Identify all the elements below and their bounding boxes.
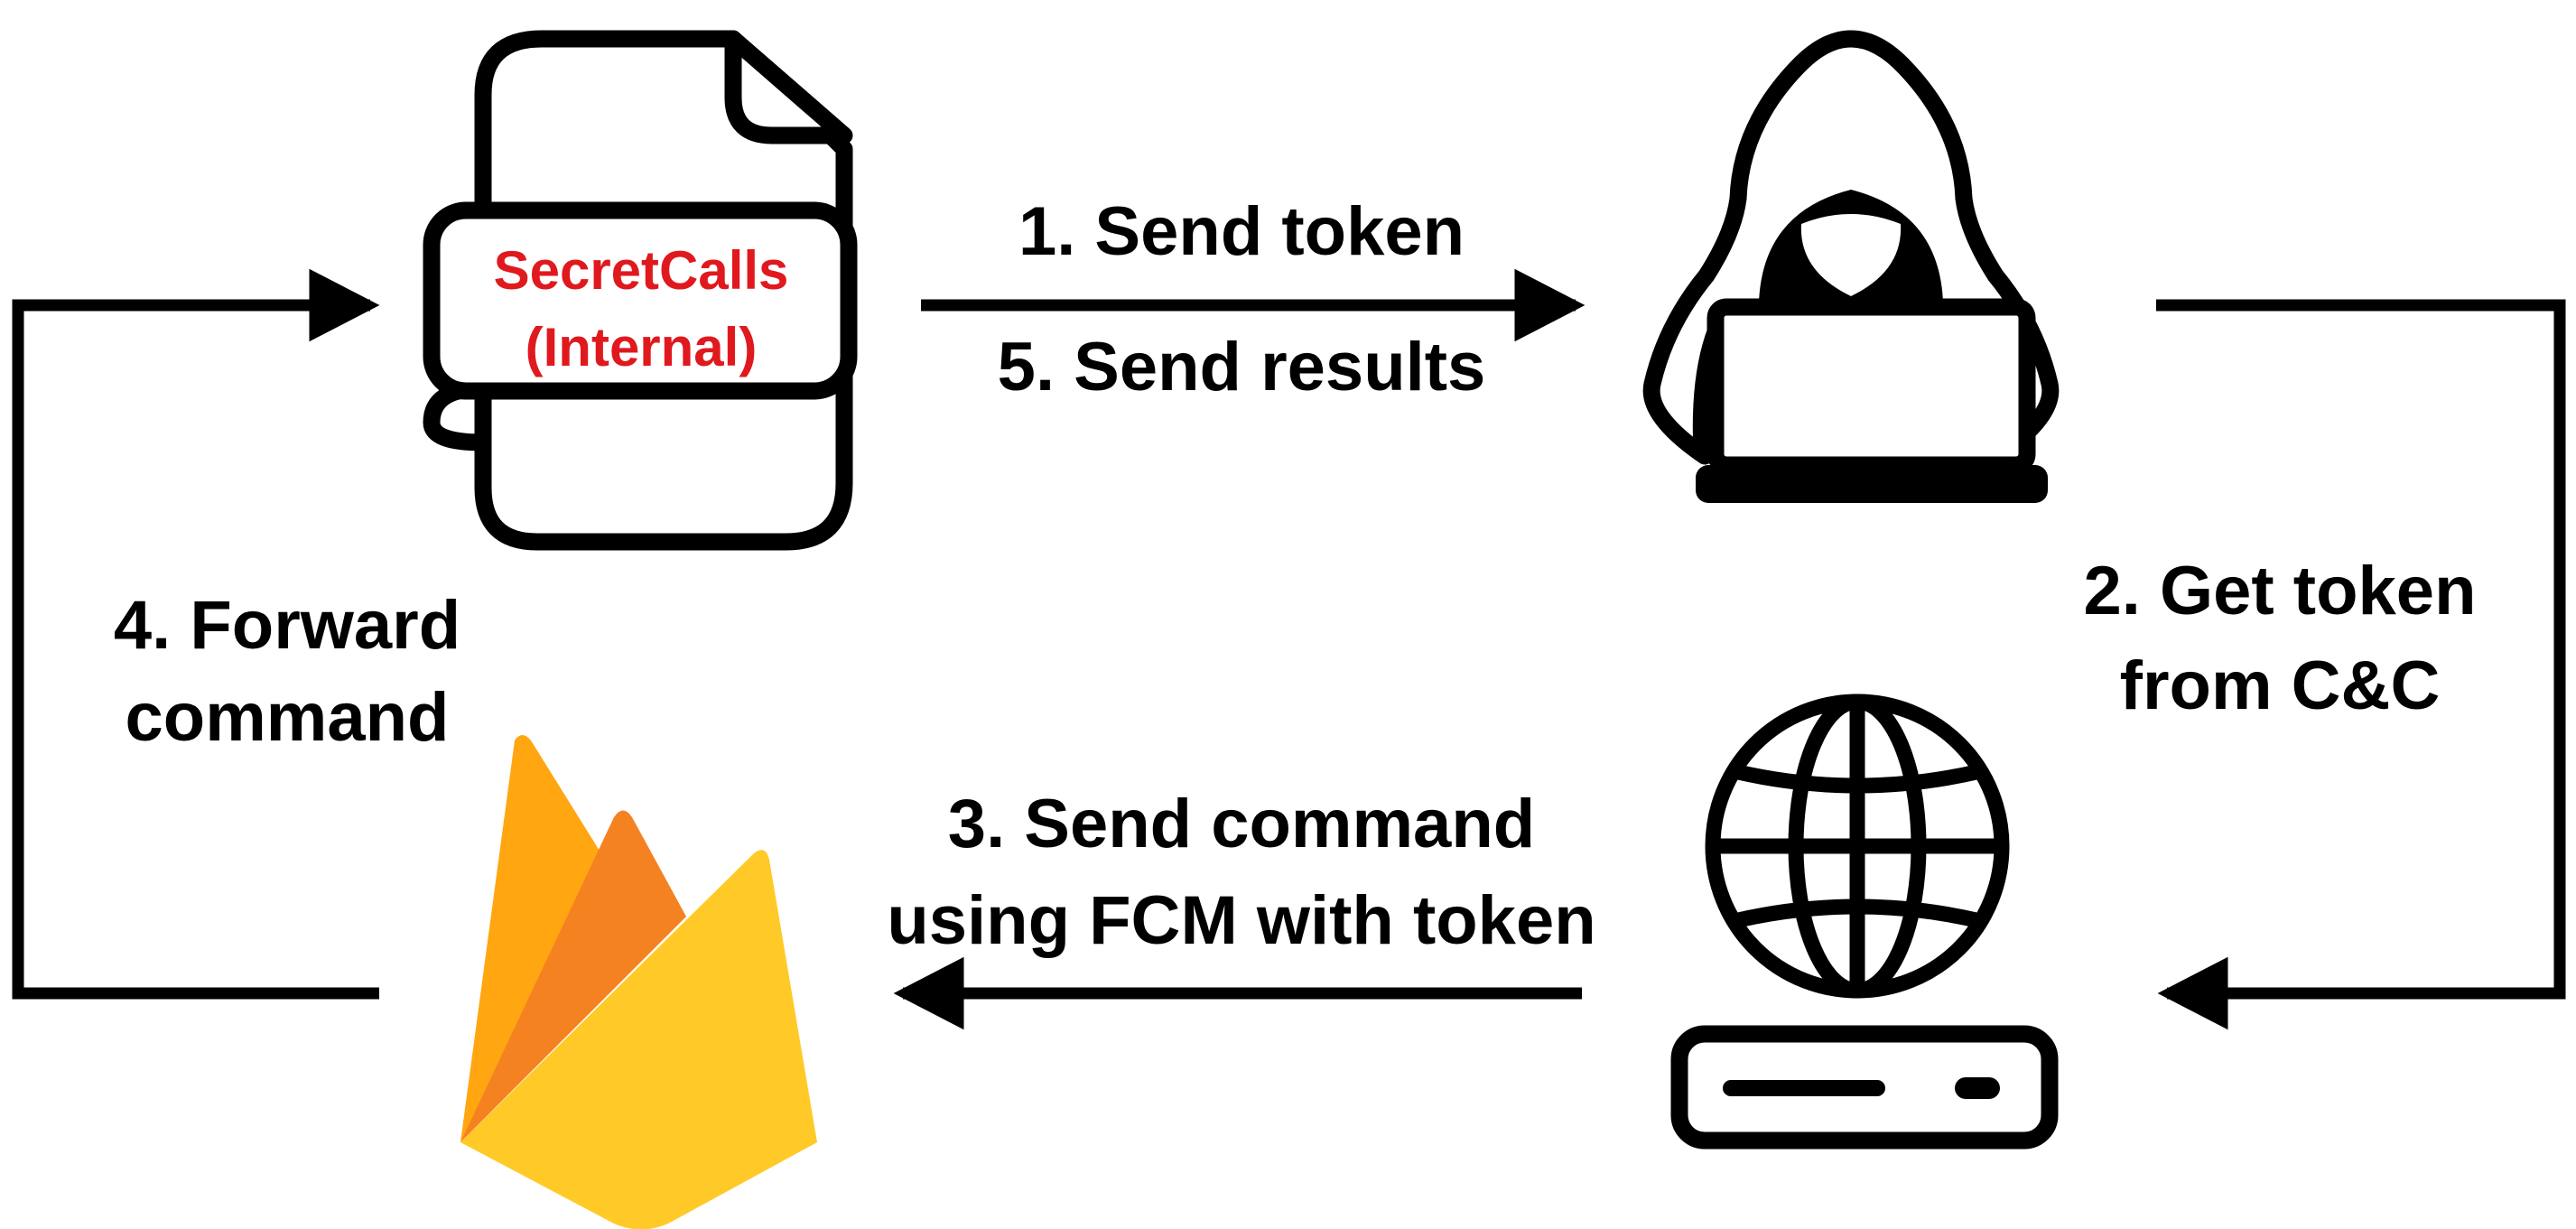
document-scroll-icon: SecretCalls (Internal) (423, 30, 858, 551)
arrow-forward-command (12, 268, 380, 1000)
step4-label-line1: 4. Forward (114, 587, 460, 664)
step2-label-line1: 2. Get token (2084, 553, 2477, 629)
hooded-hacker-laptop-icon (1642, 30, 2060, 503)
document-corner-fold (724, 30, 853, 144)
laptop-screen (1706, 298, 2036, 474)
server-led (1955, 1077, 2000, 1099)
firebase-middle-flame (460, 810, 686, 1142)
app-name-line2: (Internal) (525, 317, 758, 377)
globe-icon (1705, 694, 2010, 999)
scroll-banner (423, 201, 858, 400)
firebase-left-flame (460, 735, 632, 1142)
hacker-face (1800, 214, 1902, 296)
app-name-line1: SecretCalls (494, 240, 789, 301)
step1-label: 1. Send token (1018, 193, 1465, 270)
firebase-flame-icon (460, 735, 817, 1229)
step2-label-line2: from C&C (2120, 647, 2441, 724)
step3-label-line1: 3. Send command (948, 786, 1535, 862)
step3-label-line2: using FCM with token (887, 882, 1595, 959)
globe-server-icon (1670, 694, 2059, 1150)
server-slot (1723, 1080, 1885, 1096)
laptop-base (1696, 465, 2048, 503)
arrow-get-token (2156, 299, 2566, 1030)
firebase-right-flame (460, 850, 817, 1229)
step4-label-line2: command (126, 679, 450, 756)
step5-label: 5. Send results (998, 329, 1486, 405)
